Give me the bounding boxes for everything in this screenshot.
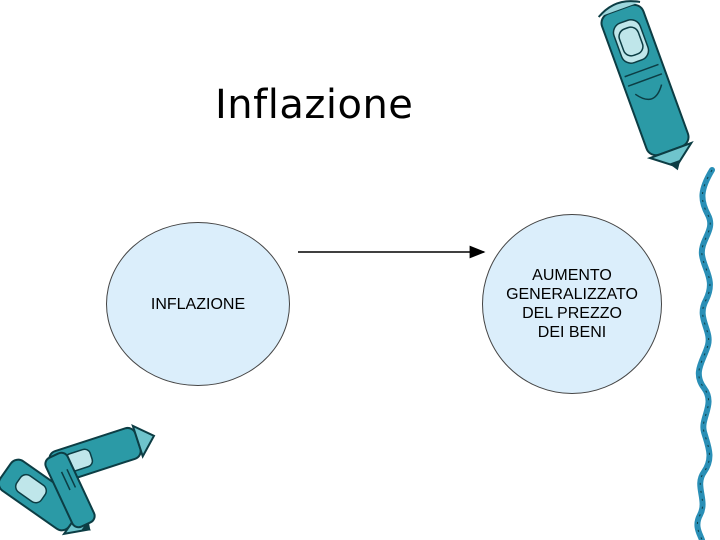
crayon-icon [596,0,698,178]
crayon-pair-icon [0,421,159,540]
